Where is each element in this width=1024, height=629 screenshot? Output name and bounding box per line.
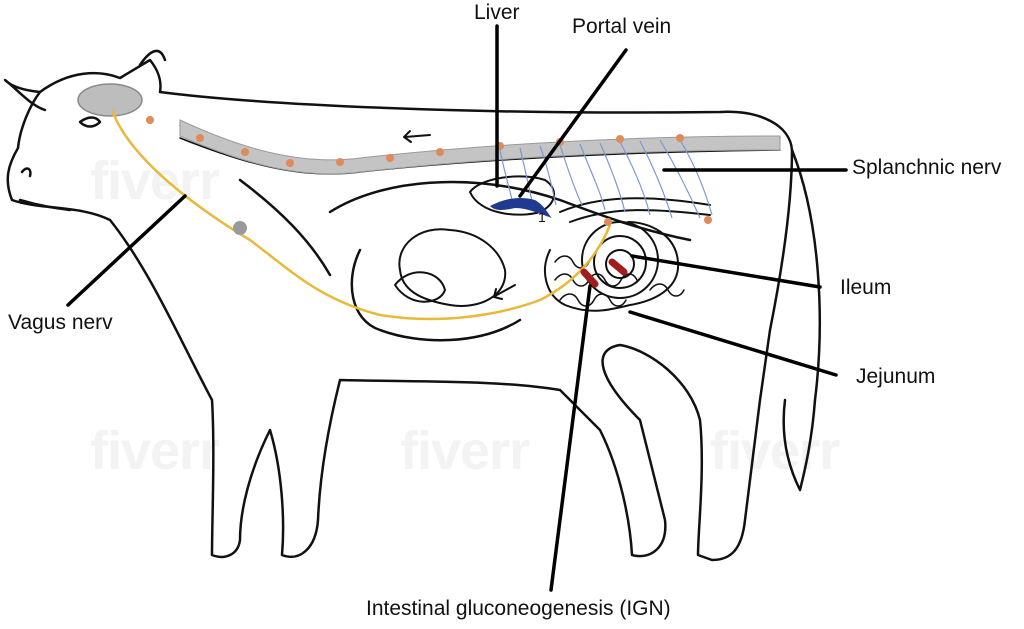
intestine-loops-3: [559, 293, 627, 307]
brain: [77, 83, 143, 117]
arrow-gut: [493, 284, 516, 300]
ign-sites: [580, 258, 628, 288]
portal-vein: [490, 198, 552, 218]
leader-vagus: [66, 194, 187, 307]
spinal-cord: [179, 119, 781, 175]
colon-outline-lower: [569, 209, 711, 223]
splanchnic-fibers: [499, 139, 713, 219]
diaphragm-outline: [350, 248, 522, 342]
cow-mouth: [18, 198, 72, 212]
liver-number-marker: 1: [538, 209, 546, 225]
label-portal-vein: Portal vein: [572, 15, 672, 38]
label-splanchnic-nerve: Splanchnic nerv: [852, 156, 1002, 179]
cow-eye: [78, 116, 102, 128]
cow-body-outline: [6, 58, 794, 562]
watermark: fiverr: [90, 421, 220, 481]
leader-ileum: [630, 254, 822, 289]
intestine-loops-5: [649, 283, 685, 297]
cow-ear: [3, 78, 47, 112]
leader-ign: [549, 284, 592, 592]
leader-portal-vein: [518, 48, 628, 198]
label-vagus-nerve: Vagus nerv: [8, 311, 113, 334]
colon-outline: [559, 197, 711, 213]
vagus-ganglion: [233, 221, 247, 235]
cow-horn: [138, 49, 167, 67]
label-ign: Intestinal gluconeogenesis (IGN): [366, 597, 671, 620]
leader-lines: [66, 24, 848, 592]
watermark: fiverr: [400, 421, 530, 481]
cow-tail: [782, 148, 821, 492]
abomasum-outline: [394, 271, 446, 303]
watermark: fiverr: [90, 151, 220, 211]
stomach-outline: [398, 228, 507, 307]
label-jejunum: Jejunum: [856, 365, 936, 388]
rumen-outline: [238, 178, 332, 277]
watermark: fiverr: [710, 421, 840, 481]
label-ileum: Ileum: [840, 276, 892, 299]
intestine-coil-mid: [593, 235, 647, 289]
cow-nostril: [20, 167, 32, 178]
intestine-coil-inner: [605, 249, 635, 279]
arrow-spine: [403, 130, 431, 143]
leader-jejunum: [628, 310, 838, 377]
label-liver: Liver: [474, 1, 520, 24]
